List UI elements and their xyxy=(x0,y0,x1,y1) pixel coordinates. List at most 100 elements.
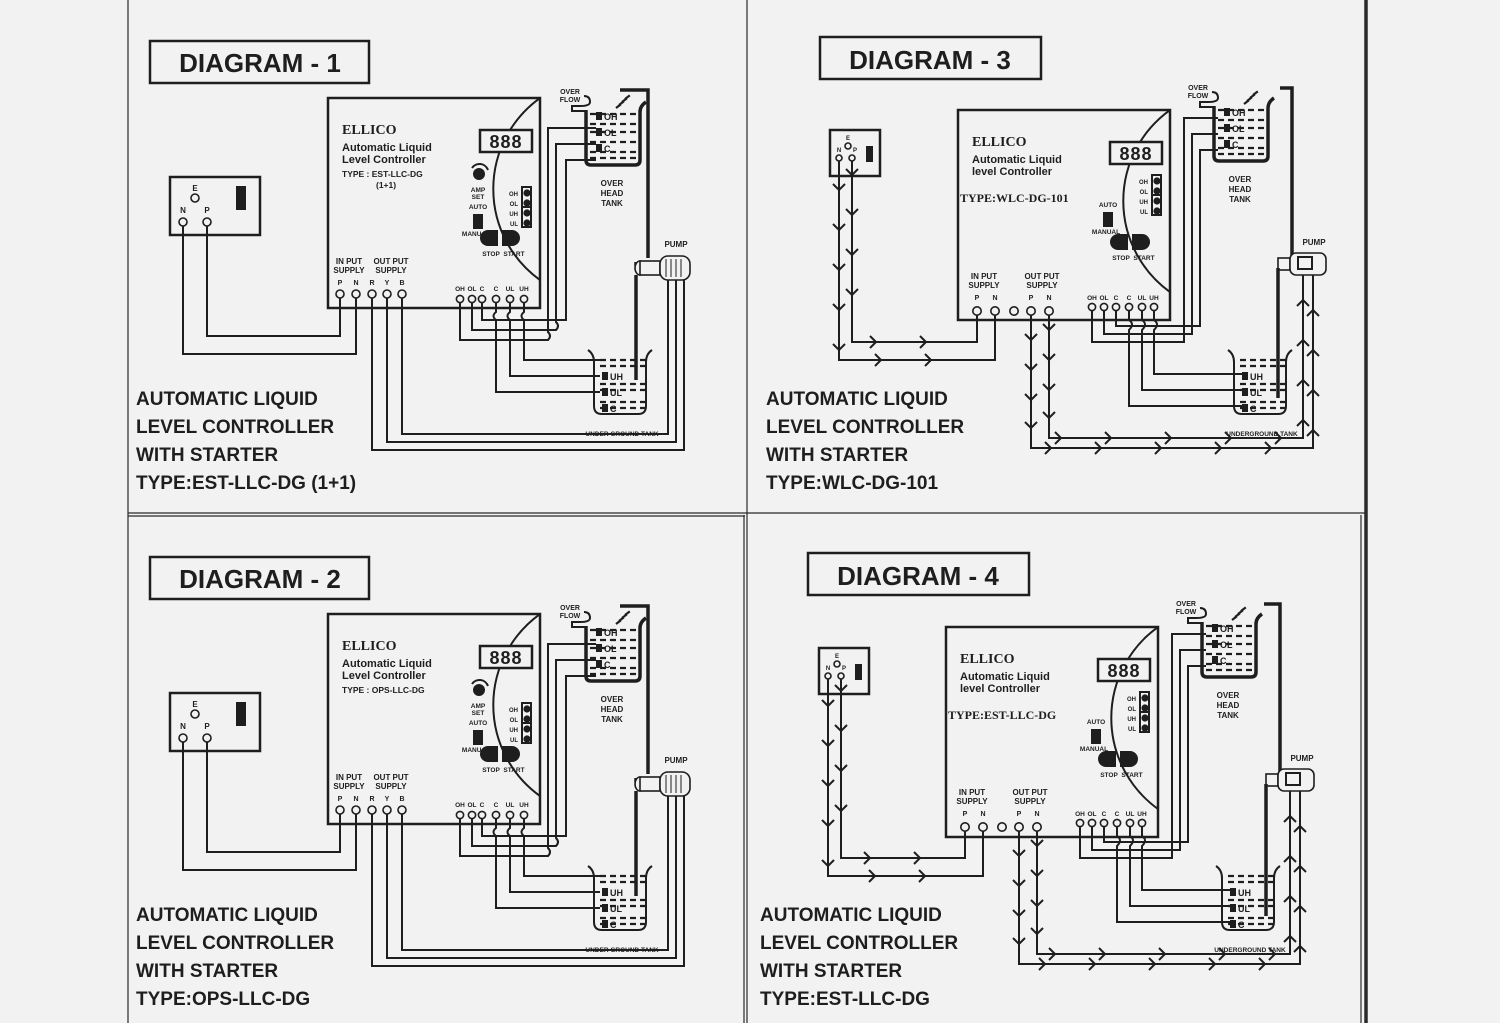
socket-switch xyxy=(236,702,246,726)
wire-output-phase xyxy=(1030,275,1314,449)
flow-arrow xyxy=(1306,348,1320,357)
sensor-terminal-label: UL xyxy=(1126,811,1135,818)
pump: PUMP xyxy=(634,756,691,797)
flow-arrow xyxy=(863,851,872,865)
socket-pin-neutral xyxy=(178,217,188,227)
indicator-led-ol xyxy=(1141,704,1149,712)
indicator-bracket-lower xyxy=(521,722,532,744)
wire-output-neutral xyxy=(1048,275,1304,439)
flow-arrow xyxy=(845,208,859,217)
brand-name: ELLICO xyxy=(972,135,1027,150)
oh-probe-label-oh: OH xyxy=(604,628,618,638)
flow-arrow xyxy=(1042,383,1056,392)
supply-terminal-label: P xyxy=(1017,811,1022,818)
wire-output-y xyxy=(386,272,677,443)
overflow-label-1: OVER xyxy=(1176,601,1196,608)
supply-terminal-p xyxy=(971,305,982,316)
indicator-led-uh xyxy=(1141,714,1149,722)
flow-arrow xyxy=(1218,947,1227,961)
caption-line-3: WITH STARTER xyxy=(136,445,278,466)
sensor-terminal-uh xyxy=(519,294,529,304)
indicator-led-ul xyxy=(523,219,531,227)
delivery-pipe xyxy=(1264,602,1282,780)
oh-tank-name-1: HEAD xyxy=(1229,185,1252,194)
flow-arrow xyxy=(821,819,835,828)
display-digits: 888 xyxy=(489,648,522,668)
wire-c-ug xyxy=(492,819,600,909)
underground-tank-name: UNDERGROUND TANK xyxy=(1226,431,1298,438)
indicator-bracket-lower xyxy=(521,206,532,228)
oh-tank-name-0: OVER xyxy=(1229,175,1252,184)
display-digits: 888 xyxy=(1107,661,1140,681)
supply-terminal-blank xyxy=(1008,305,1019,316)
probe-c xyxy=(596,144,602,152)
oh-tank-name-1: HEAD xyxy=(601,189,624,198)
flow-arrow xyxy=(1264,441,1273,455)
start-button xyxy=(502,230,520,246)
sensor-terminal-c xyxy=(477,810,487,820)
amp-set-knob-icon xyxy=(473,684,485,696)
input-supply-label-1: IN PUT xyxy=(336,257,362,266)
flow-arrow xyxy=(834,764,848,773)
delivery-pipe xyxy=(620,88,650,266)
supply-terminal-y xyxy=(382,805,392,815)
ug-probe-label-uh: UH xyxy=(610,888,623,898)
flow-arrow xyxy=(1293,944,1307,953)
sensor-terminal-label: OH xyxy=(1087,295,1097,302)
overflow-label-1: OVER xyxy=(1188,85,1208,92)
indicator-bracket-lower xyxy=(1151,194,1162,216)
probe-c xyxy=(1224,140,1230,148)
auto-manual-switch xyxy=(1103,212,1113,227)
indicator-label-oh: OH xyxy=(509,708,518,714)
flow-arrow xyxy=(1024,363,1038,372)
indicator-led-uh xyxy=(523,209,531,217)
caption-line-4: TYPE:WLC-DG-101 xyxy=(766,473,939,494)
flow-arrow xyxy=(868,869,877,883)
controller-type-label: TYPE:EST-LLC-DG xyxy=(948,708,1056,722)
caption-line-3: WITH STARTER xyxy=(766,445,908,466)
flow-arrow xyxy=(845,288,859,297)
oh-probe-label-oh: OH xyxy=(1220,624,1234,634)
oh-probe-label-ol: OL xyxy=(604,128,617,138)
flow-arrow xyxy=(834,724,848,733)
probe-c xyxy=(1212,656,1218,664)
pump-label: PUMP xyxy=(664,756,688,765)
probe-c xyxy=(1242,404,1248,412)
flow-arrow xyxy=(832,303,846,312)
wire-c-oh xyxy=(481,159,596,321)
wire-ul xyxy=(1129,827,1230,907)
indicator-led-ul xyxy=(1153,207,1161,215)
controller-dial-arc xyxy=(492,97,541,281)
output-supply-label-1: OUT PUT xyxy=(373,773,408,782)
caption-line-2: LEVEL CONTROLLER xyxy=(136,417,334,438)
sensor-terminal-label: C xyxy=(1102,811,1107,818)
flow-arrow xyxy=(1054,431,1063,445)
flow-arrow xyxy=(913,851,922,865)
diagram-heading: DIAGRAM - 4 xyxy=(837,561,999,591)
oh-probe-label-c: C xyxy=(604,660,611,670)
wire-oh xyxy=(1079,633,1206,859)
ug-probe-label-ul: UL xyxy=(610,904,622,914)
oh-probe-label-c: C xyxy=(1220,656,1227,666)
pump-inlet xyxy=(1265,773,1279,787)
overflow-pipe xyxy=(1187,607,1208,624)
start-button xyxy=(502,746,520,762)
indicator-led-uh xyxy=(1153,197,1161,205)
sensor-terminal-c xyxy=(1099,818,1109,828)
wire-ul xyxy=(1141,311,1242,391)
flow-arrow xyxy=(1044,441,1053,455)
socket-pin-phase xyxy=(848,154,856,162)
sensor-terminal-c xyxy=(1124,302,1134,312)
underground-tank-body xyxy=(1227,349,1293,415)
sensor-terminal-ol xyxy=(1087,818,1097,828)
sensor-terminal-ul xyxy=(1125,818,1135,828)
oh-tank-name-2: TANK xyxy=(601,199,623,208)
sensor-terminal-label: UL xyxy=(1138,295,1147,302)
oh-tank-name-2: TANK xyxy=(601,715,623,724)
indicator-label-ol: OL xyxy=(1128,707,1137,713)
